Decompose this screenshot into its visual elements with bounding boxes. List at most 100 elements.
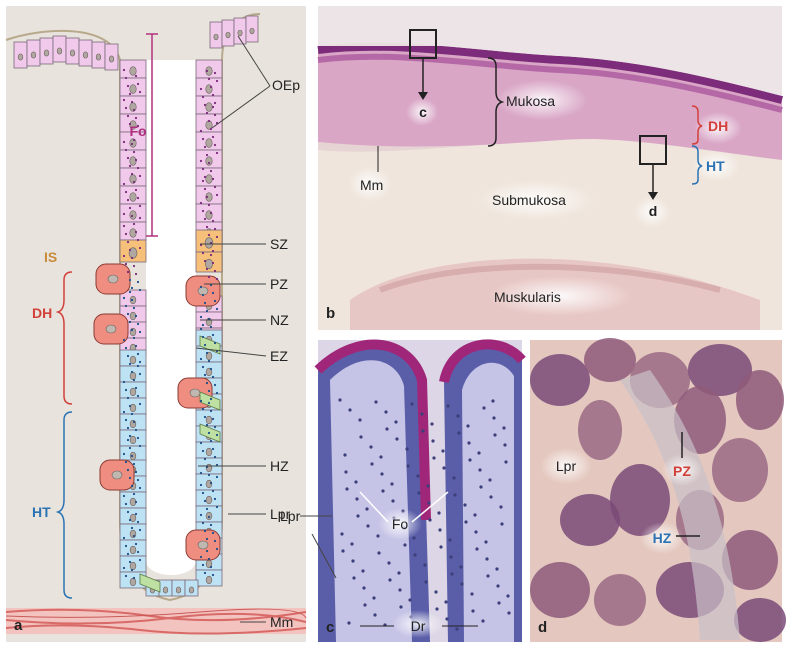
hz-cell-nucleus: [206, 576, 212, 584]
granule-dot: [206, 424, 208, 426]
granule-dot: [123, 69, 125, 71]
pz-cell-nucleus: [106, 325, 116, 333]
granule-dot: [139, 529, 141, 531]
nucleus-dot: [376, 534, 379, 537]
granule-dot: [210, 254, 212, 256]
nucleus-dot: [456, 414, 459, 417]
granule-dot: [204, 218, 206, 220]
nucleus-dot: [450, 572, 453, 575]
nucleus-dot: [424, 580, 427, 583]
nucleus-dot: [468, 458, 471, 461]
granule-dot: [131, 173, 133, 175]
granule-dot: [125, 191, 127, 193]
nucleus-dot: [497, 601, 500, 604]
granule-dot: [214, 186, 216, 188]
granule-dot: [212, 574, 214, 576]
granule-dot: [139, 361, 141, 363]
granule-dot: [131, 371, 133, 373]
nucleus-dot: [416, 474, 419, 477]
granule-dot: [129, 93, 131, 95]
granule-dot: [212, 448, 214, 450]
nucleus-dot: [358, 418, 361, 421]
granule-dot: [139, 217, 141, 219]
nucleus-dot: [359, 435, 362, 438]
granule-dot: [206, 538, 208, 540]
sz-cell-nucleus: [205, 259, 212, 269]
granule-dot: [204, 104, 206, 106]
label-hz-d: HZ: [653, 530, 672, 546]
nucleus-dot: [384, 410, 387, 413]
nucleus-dot: [446, 404, 449, 407]
granule-dot: [206, 112, 208, 114]
nucleus-dot: [478, 468, 481, 471]
granule-dot: [135, 315, 137, 317]
label-fo: Fo: [129, 123, 146, 139]
stained-cell: [736, 370, 784, 430]
granule-dot: [129, 207, 131, 209]
granule-dot: [123, 411, 125, 413]
nucleus-dot: [467, 441, 470, 444]
nucleus-dot: [455, 627, 458, 630]
label-oep: OEp: [272, 77, 300, 93]
nucleus-dot: [344, 470, 347, 473]
granule-dot: [206, 196, 208, 198]
nucleus-dot: [387, 561, 390, 564]
granule-dot: [214, 72, 216, 74]
label-ht: HT: [32, 504, 51, 520]
granule-dot: [210, 524, 212, 526]
granule-dot: [125, 233, 127, 235]
granule-dot: [204, 176, 206, 178]
granule-dot: [216, 236, 218, 238]
granule-dot: [212, 334, 214, 336]
granule-dot: [127, 85, 129, 87]
granule-dot: [204, 344, 206, 346]
hz-cell-nucleus: [163, 587, 168, 593]
label-lpr-d: Lpr: [556, 458, 577, 474]
granule-dot: [214, 456, 216, 458]
granule-dot: [212, 178, 214, 180]
granule-dot: [139, 247, 141, 249]
granule-dot: [127, 511, 129, 513]
granule-dot: [129, 435, 131, 437]
granule-dot: [139, 289, 141, 291]
granule-dot: [123, 99, 125, 101]
granule-dot: [137, 551, 139, 553]
granule-dot: [210, 566, 212, 568]
nucleus-dot: [485, 557, 488, 560]
oep-cell-nucleus: [18, 54, 23, 60]
granule-dot: [127, 241, 129, 243]
granule-dot: [212, 376, 214, 378]
granule-dot: [123, 225, 125, 227]
granule-dot: [212, 490, 214, 492]
granule-dot: [206, 268, 208, 270]
granule-dot: [212, 220, 214, 222]
granule-dot: [123, 213, 125, 215]
nucleus-dot: [453, 493, 456, 496]
nucleus-dot: [345, 487, 348, 490]
hz-cell-nucleus: [206, 448, 212, 456]
nucleus-dot: [340, 532, 343, 535]
nucleus-dot: [406, 464, 409, 467]
nucleus-dot: [347, 621, 350, 624]
granule-dot: [133, 421, 135, 423]
granule-dot: [133, 379, 135, 381]
nucleus-dot: [362, 586, 365, 589]
nucleus-dot: [445, 617, 448, 620]
granule-dot: [212, 292, 214, 294]
pz-cell-nucleus: [198, 541, 208, 549]
granule-dot: [210, 410, 212, 412]
granule-dot: [214, 540, 216, 542]
granule-dot: [212, 418, 214, 420]
hz-cell-nucleus: [130, 404, 136, 412]
granule-dot: [139, 403, 141, 405]
granule-dot: [200, 400, 202, 402]
granule-dot: [133, 109, 135, 111]
nucleus-dot: [426, 484, 429, 487]
pz-cell-nucleus: [108, 275, 118, 283]
nucleus-dot: [484, 540, 487, 543]
hz-cell-nucleus: [189, 587, 194, 593]
stained-cell: [578, 400, 622, 460]
label-mukosa: Mukosa: [506, 93, 555, 109]
granule-dot: [123, 297, 125, 299]
nucleus-dot: [438, 528, 441, 531]
